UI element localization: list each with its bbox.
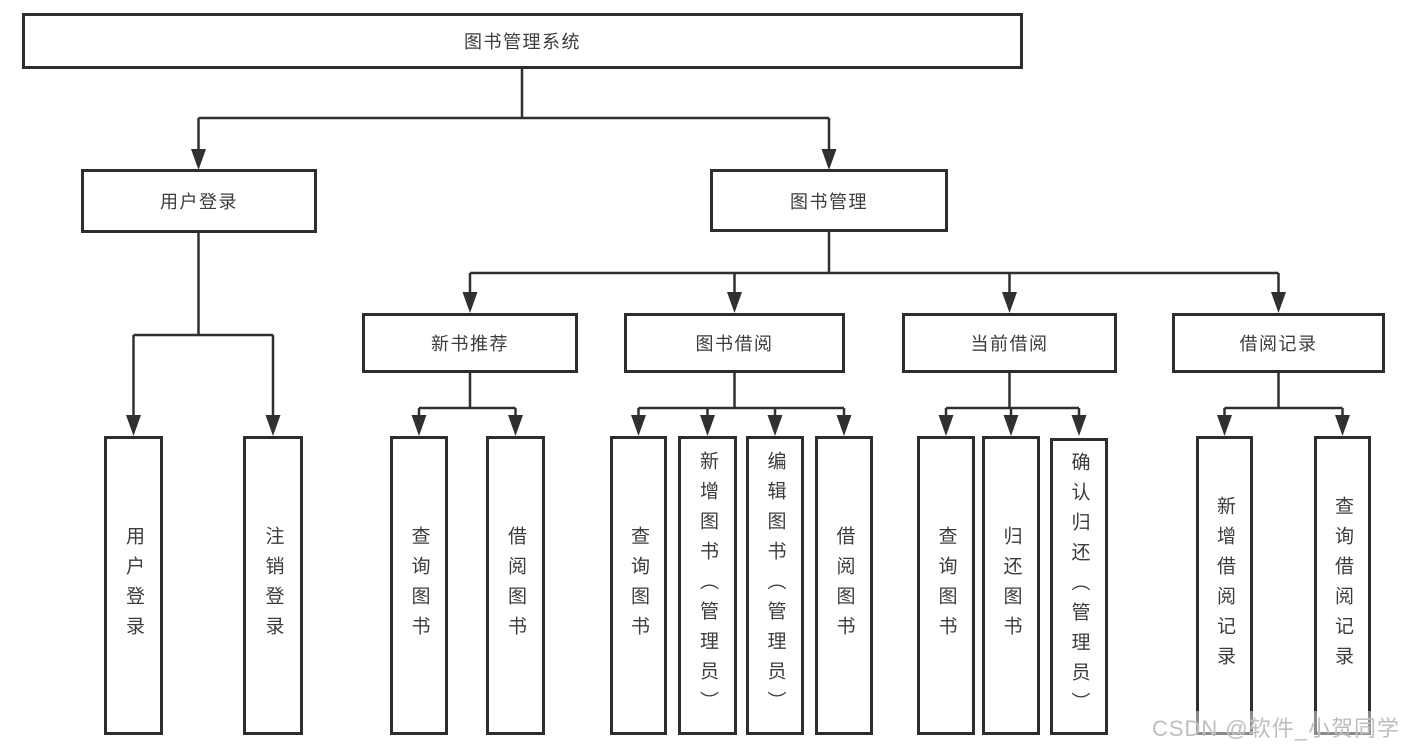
connector-new-book-recommend xyxy=(417,373,517,422)
node-borrow-records-label: 借阅记录 xyxy=(1239,334,1318,354)
node-user-login: 用户登录 xyxy=(81,169,317,233)
leaf-user-login: 用户登录 xyxy=(104,436,163,735)
leaf-borrowing-query-book-label: 查询图书 xyxy=(628,525,649,646)
node-new-book-recommend-label: 新书推荐 xyxy=(431,334,509,354)
leaf-current-confirm-return-admin: 确认归还（管理员） xyxy=(1050,438,1108,735)
leaf-current-confirm-return-admin-label: 确认归还（管理员） xyxy=(1068,451,1090,722)
connector-user-login xyxy=(132,233,275,422)
leaf-borrowing-edit-book-admin: 编辑图书（管理员） xyxy=(746,436,804,735)
node-new-book-recommend: 新书推荐 xyxy=(362,313,578,373)
connector-book-borrowing xyxy=(637,373,846,422)
leaf-records-add-record: 新增借阅记录 xyxy=(1196,436,1253,735)
node-current-borrowing: 当前借阅 xyxy=(902,313,1117,373)
node-book-management-label: 图书管理 xyxy=(790,191,868,212)
leaf-recommend-borrow-book-label: 借阅图书 xyxy=(505,525,526,646)
leaf-records-add-record-label: 新增借阅记录 xyxy=(1214,495,1235,676)
arrow-down-icon xyxy=(126,149,1350,436)
leaf-records-query-record-label: 查询借阅记录 xyxy=(1332,495,1353,676)
node-book-borrowing-label: 图书借阅 xyxy=(695,334,774,354)
leaf-current-query-book-label: 查询图书 xyxy=(935,525,957,646)
watermark: CSDN @软件_小贺同学 xyxy=(1151,711,1400,743)
node-root: 图书管理系统 xyxy=(22,13,1023,69)
leaf-borrowing-add-book-admin-label: 新增图书（管理员） xyxy=(697,450,718,721)
leaf-borrowing-edit-book-admin-label: 编辑图书（管理员） xyxy=(764,450,786,721)
connector-lines xyxy=(132,69,1344,422)
connector-current-borrowing xyxy=(944,373,1081,422)
node-user-login-label: 用户登录 xyxy=(160,192,238,212)
leaf-current-return-book-label: 归还图书 xyxy=(1000,525,1022,646)
leaf-borrowing-query-book: 查询图书 xyxy=(610,436,667,735)
leaf-logout-label: 注销登录 xyxy=(262,525,284,646)
leaf-user-login-label: 用户登录 xyxy=(123,525,144,646)
node-current-borrowing-label: 当前借阅 xyxy=(970,334,1049,354)
leaf-recommend-borrow-book: 借阅图书 xyxy=(486,436,545,735)
connector-root xyxy=(197,69,831,155)
leaf-recommend-query-book: 查询图书 xyxy=(390,436,448,735)
node-borrow-records: 借阅记录 xyxy=(1172,313,1385,373)
leaf-borrowing-borrow-book: 借阅图书 xyxy=(815,436,873,735)
node-root-label: 图书管理系统 xyxy=(464,32,581,52)
leaf-current-return-book: 归还图书 xyxy=(982,436,1040,735)
connector-book-management xyxy=(468,232,1280,299)
leaf-current-query-book: 查询图书 xyxy=(917,436,975,735)
node-book-borrowing: 图书借阅 xyxy=(624,313,845,373)
leaf-records-query-record: 查询借阅记录 xyxy=(1314,436,1371,735)
leaf-recommend-query-book-label: 查询图书 xyxy=(408,525,430,646)
node-book-management: 图书管理 xyxy=(710,169,948,232)
connector-borrow-records xyxy=(1223,373,1344,422)
leaf-logout: 注销登录 xyxy=(243,436,303,735)
leaf-borrowing-borrow-book-label: 借阅图书 xyxy=(833,525,855,646)
leaf-borrowing-add-book-admin: 新增图书（管理员） xyxy=(678,436,737,735)
